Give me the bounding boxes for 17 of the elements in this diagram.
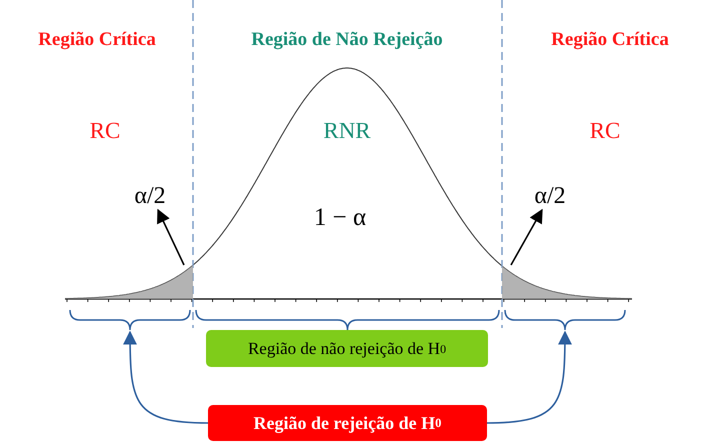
region-heading: Região Crítica — [551, 29, 669, 51]
alpha-label: α/2 — [130, 182, 170, 210]
arrow — [157, 208, 185, 266]
arrow — [486, 330, 572, 424]
region-abbreviation: RC — [590, 118, 620, 144]
shaded-tail-area — [502, 265, 632, 299]
probability-label: 1 − α — [314, 204, 366, 232]
region-heading: Região Crítica — [38, 29, 156, 51]
region-abbreviation: RC — [90, 118, 120, 144]
region-heading: Região de Não Rejeição — [251, 29, 443, 51]
arrow — [123, 330, 208, 424]
shaded-tail-area — [65, 265, 193, 299]
region-abbreviation: RNR — [323, 118, 371, 144]
curly-brace — [70, 310, 190, 331]
curly-brace — [505, 310, 625, 331]
alpha-label: α/2 — [530, 182, 570, 210]
arrow — [510, 208, 543, 266]
